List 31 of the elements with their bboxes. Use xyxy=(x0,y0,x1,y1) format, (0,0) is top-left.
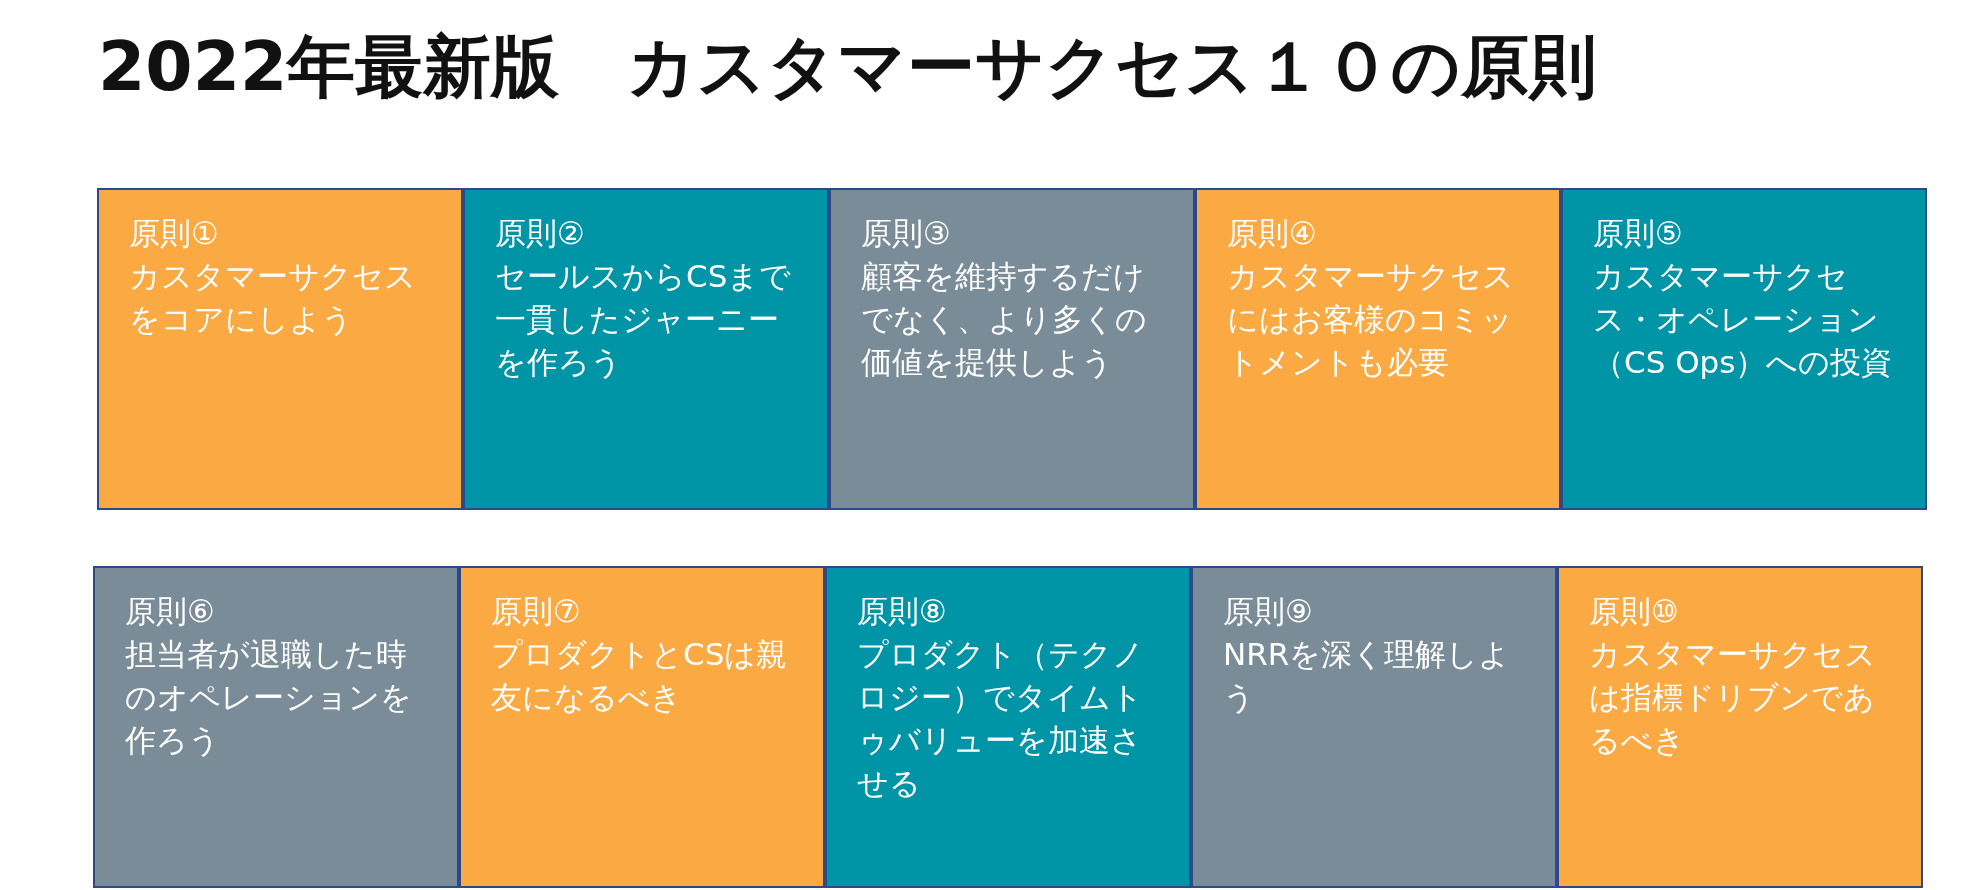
principle-number: 原則③ xyxy=(861,214,952,253)
principle-number: 原則⑤ xyxy=(1593,214,1684,253)
principle-text: カスタマーサクセスにはお客様のコミットメントも必要 xyxy=(1227,257,1515,382)
principle-number: 原則⑥ xyxy=(125,592,216,631)
principle-number: 原則④ xyxy=(1227,214,1318,253)
principle-text: NRRを深く理解しよう xyxy=(1223,635,1512,717)
principle-card xyxy=(829,188,1195,510)
principle-number: 原則⑦ xyxy=(491,592,582,631)
principle-text: プロダクトとCSは親友になるべき xyxy=(491,635,789,717)
principle-card xyxy=(93,566,459,888)
principle-number: 原則⑨ xyxy=(1223,592,1314,631)
principle-text: カスタマーサクセスをコアにしよう xyxy=(129,257,417,339)
principle-number: 原則⑩ xyxy=(1589,592,1680,631)
principle-number: 原則⑧ xyxy=(857,592,948,631)
principle-number: 原則① xyxy=(129,214,220,253)
principle-text: カスタマーサクセスは指標ドリブンであるべき xyxy=(1589,635,1877,760)
principle-card xyxy=(459,566,825,888)
title: 2022年最新版 カスタマーサクセス１０の原則 xyxy=(98,26,1598,108)
principle-text: 顧客を維持するだけでなく、より多くの価値を提供しよう xyxy=(861,257,1148,382)
principle-card xyxy=(825,566,1191,888)
principle-text: カスタマーサクセス・オペレーション（CS Ops）への投資 xyxy=(1593,257,1894,382)
principle-card xyxy=(1557,566,1923,888)
principle-card xyxy=(463,188,829,510)
principle-text: 担当者が退職した時のオペレーションを作ろう xyxy=(125,635,413,760)
principle-number: 原則② xyxy=(495,214,586,253)
principle-card xyxy=(1195,188,1561,510)
principle-text: セールスからCSまで一貫したジャーニーを作ろう xyxy=(495,257,793,382)
principle-card xyxy=(1191,566,1557,888)
principle-card xyxy=(97,188,463,510)
principle-text: プロダクト（テクノロジー）でタイムトゥバリューを加速させる xyxy=(857,635,1145,803)
principle-card xyxy=(1561,188,1927,510)
